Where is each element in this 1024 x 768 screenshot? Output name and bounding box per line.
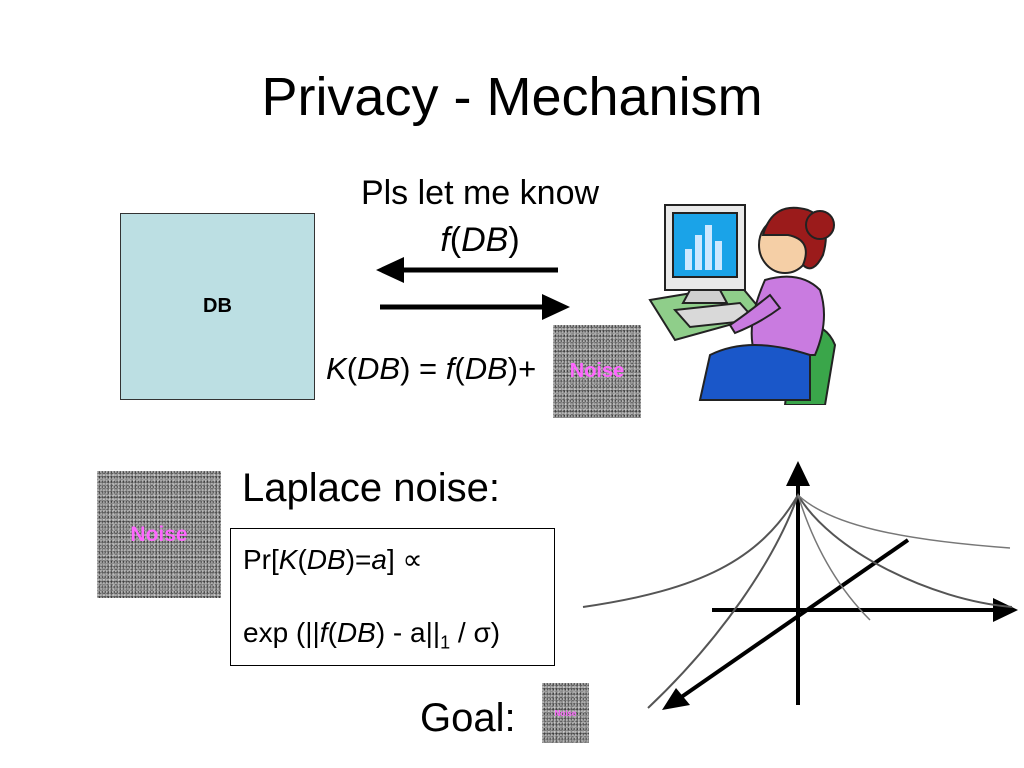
laplace-noise-label: Laplace noise: (242, 466, 500, 510)
noise-image-small: Noise (542, 683, 589, 743)
laplace-formula-box: Pr[K(DB)=a] ∝ exp (||f(DB) - a||1 / σ) (230, 528, 555, 666)
slide-title: Privacy - Mechanism (261, 67, 763, 127)
noise-image: Noise (553, 325, 641, 418)
person-at-computer-icon (648, 204, 837, 405)
database-box: DB (120, 213, 315, 400)
request-text: Pls let me know (360, 174, 600, 212)
database-label: DB (203, 295, 232, 317)
request-query: f(DB) (440, 221, 520, 259)
formula-line-2: exp (||f(DB) - a||1 / σ) (243, 617, 501, 653)
mechanism-formula: K(DB) = f(DB)+ (326, 351, 537, 386)
noise-image-large: Noise (97, 471, 221, 598)
goal-label: Goal: (420, 696, 516, 740)
formula-line-1: Pr[K(DB)=a] ∝ (243, 544, 423, 575)
